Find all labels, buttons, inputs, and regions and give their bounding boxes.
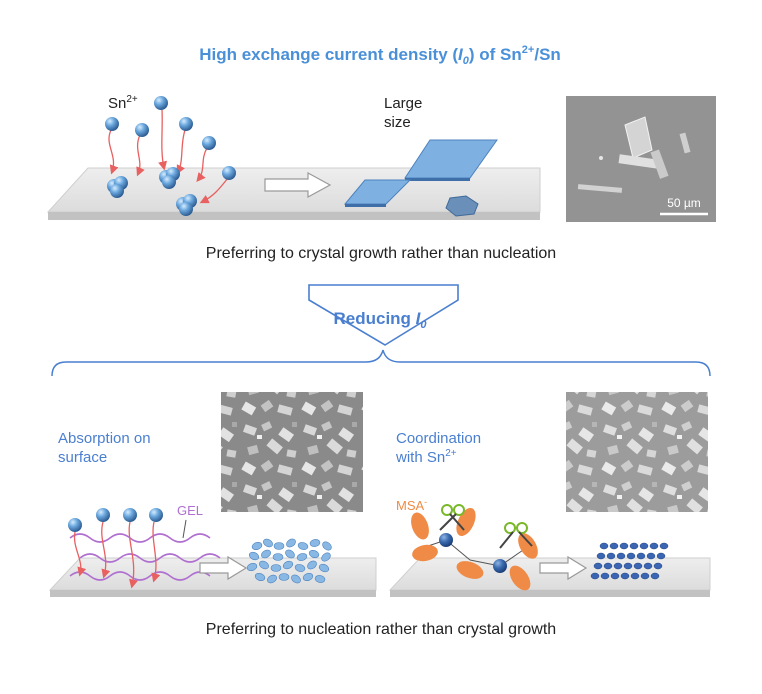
sem-image-top: 50 µm [566,96,716,222]
right-panel-title: Coordination with Sn2+ [395,430,485,466]
gel-label: GEL [177,503,203,518]
gel-molecules [69,533,221,581]
ions-top [105,96,236,180]
sn-ion-label: Sn2+ [108,94,138,112]
section-brace [51,349,711,377]
ion-clusters [107,167,197,216]
msa-label: MSA- [396,497,427,513]
left-ion-arrows [73,521,161,589]
left-arrow [199,555,248,581]
msa-complexes [411,507,538,591]
top-caption: Preferring to crystal growth rather than… [206,245,556,262]
scissors-icon-2 [499,522,533,549]
small-crystals-left [246,538,332,584]
growth-arrow [264,171,332,199]
sem-image-right [566,392,708,512]
small-crystals-right [590,542,669,580]
large-crystals [343,139,498,217]
scissors-icon [439,504,465,531]
large-size-label: Large size [384,95,427,131]
right-arrow [539,555,588,581]
left-panel-title: Absorption on surface [58,430,155,466]
gel-pointer [182,519,187,539]
reducing-arrow: Reducing I0 [308,284,459,346]
sem-image-left [221,392,363,512]
ions-left [68,508,163,532]
scale-bar-label: 50 µm [667,196,701,210]
bottom-caption: Preferring to nucleation rather than cry… [206,621,556,638]
reducing-label: Reducing I0 [333,309,427,331]
ion-arrows [108,109,229,204]
top-title: High exchange current density (I0) of Sn… [199,44,561,67]
